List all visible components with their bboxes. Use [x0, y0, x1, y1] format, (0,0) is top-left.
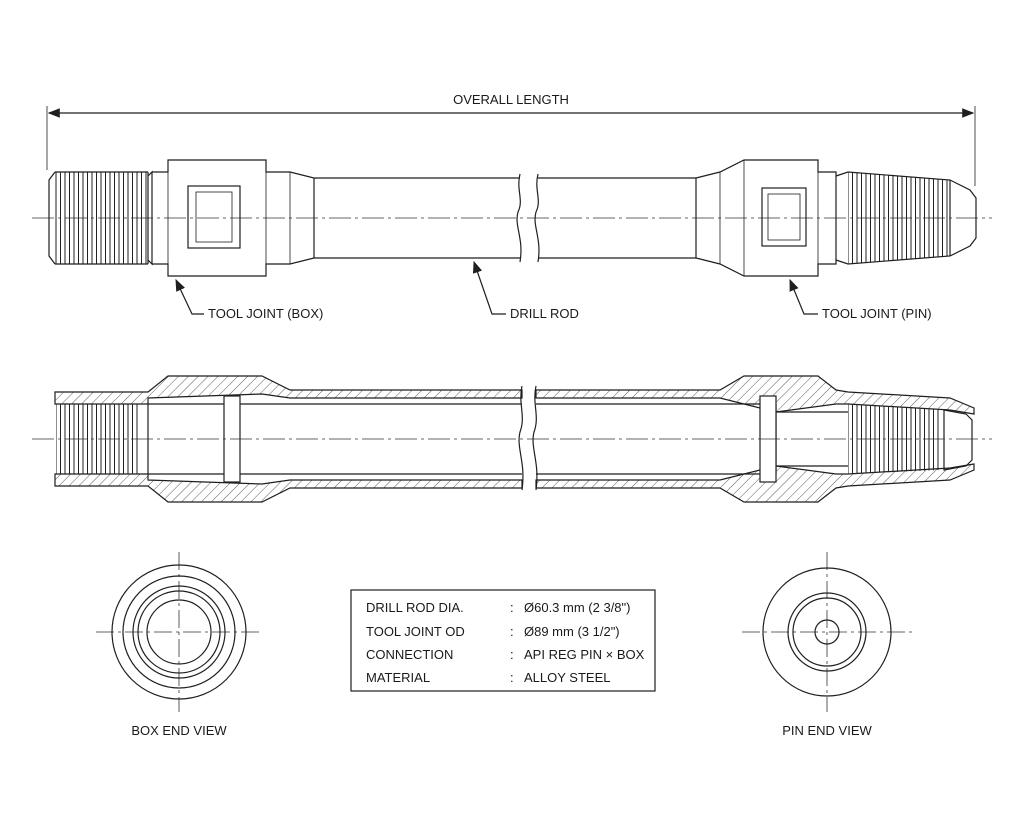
box-thread-section-bottom	[56, 440, 140, 474]
spec-label: CONNECTION	[366, 647, 453, 662]
callout-rod-label: DRILL ROD	[510, 306, 579, 321]
spec-row: CONNECTION : API REG PIN × BOX	[366, 647, 645, 662]
drill-rod-exterior	[314, 173, 696, 263]
callout-rod: DRILL ROD	[472, 260, 579, 321]
overall-length-label: OVERALL LENGTH	[453, 92, 569, 107]
callout-box-label: TOOL JOINT (BOX)	[208, 306, 323, 321]
pin-tool-joint	[695, 159, 837, 277]
spec-label: MATERIAL	[366, 670, 430, 685]
spec-label: DRILL ROD DIA.	[366, 600, 464, 615]
spec-separator: :	[510, 670, 514, 685]
section-wall-bottom	[54, 473, 523, 503]
callout-box: TOOL JOINT (BOX)	[175, 278, 323, 321]
spec-value: ALLOY STEEL	[524, 670, 610, 685]
spec-separator: :	[510, 624, 514, 639]
pin-end-view-label: PIN END VIEW	[782, 723, 872, 738]
section-wall-top-pin	[535, 375, 975, 415]
box-thread-section-top	[56, 404, 140, 440]
exterior-view: TOOL JOINT (BOX) DRILL ROD TOOL JOINT (P…	[32, 159, 992, 321]
spec-label: TOOL JOINT OD	[366, 624, 465, 639]
box-thread-exterior	[48, 170, 153, 266]
spec-value: Ø60.3 mm (2 3/8")	[524, 600, 630, 615]
pin-thread-exterior	[835, 171, 977, 265]
box-end-view: BOX END VIEW	[96, 552, 262, 738]
spec-separator: :	[510, 647, 514, 662]
section-view	[32, 375, 992, 503]
spec-separator: :	[510, 600, 514, 615]
spec-value: Ø89 mm (3 1/2")	[524, 624, 620, 639]
callout-pin-label: TOOL JOINT (PIN)	[822, 306, 932, 321]
spec-row: DRILL ROD DIA. : Ø60.3 mm (2 3/8")	[366, 600, 630, 615]
spec-table: DRILL ROD DIA. : Ø60.3 mm (2 3/8") TOOL …	[350, 589, 656, 692]
callout-pin: TOOL JOINT (PIN)	[789, 278, 932, 321]
spec-value: API REG PIN × BOX	[524, 647, 645, 662]
section-wall-top	[54, 375, 523, 405]
spec-row: TOOL JOINT OD : Ø89 mm (3 1/2")	[366, 624, 620, 639]
pin-end-view: PIN END VIEW	[742, 552, 912, 738]
overall-length-dimension: OVERALL LENGTH	[46, 92, 976, 186]
box-tool-joint	[152, 159, 315, 277]
box-end-view-label: BOX END VIEW	[131, 723, 227, 738]
spec-row: MATERIAL : ALLOY STEEL	[366, 670, 610, 685]
